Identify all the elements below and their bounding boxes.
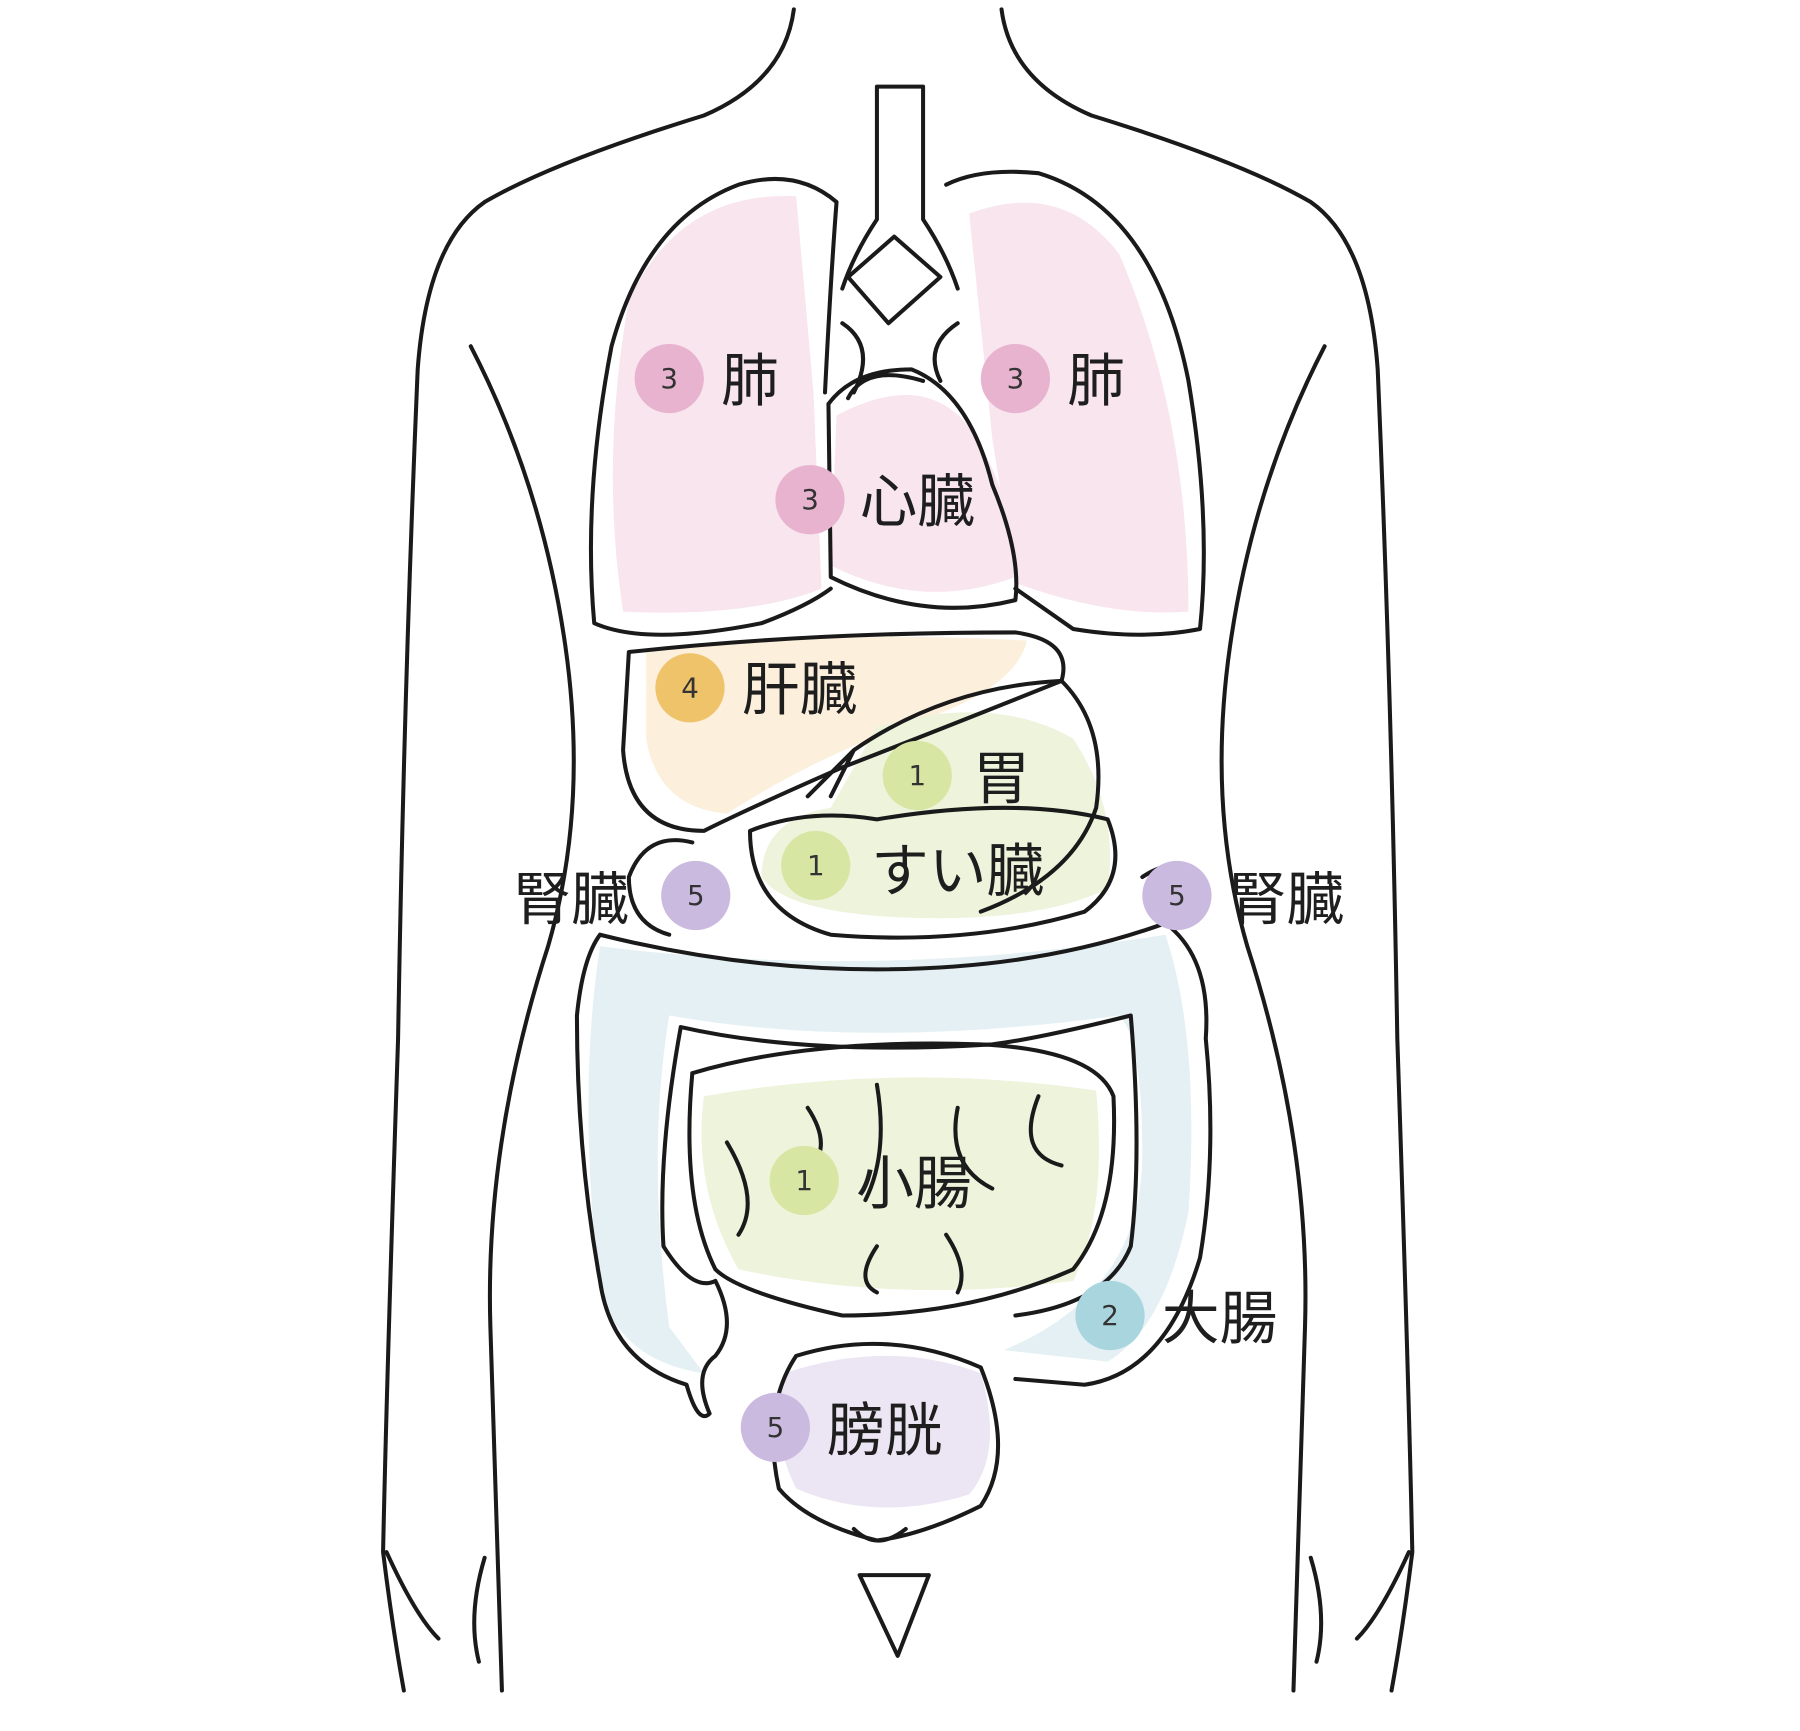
small-intestine-fill [701, 1077, 1100, 1291]
label-large-intestine: 2 大腸 [1075, 1280, 1277, 1353]
badge-lung-left [634, 343, 704, 414]
badge-bladder [740, 1392, 810, 1463]
badge-kidney-right [1142, 860, 1212, 931]
badge-number: 1 [795, 1164, 813, 1197]
label-stomach: 1 胃 [882, 740, 1031, 813]
hand-right [1308, 1550, 1411, 1664]
bladder-fill [778, 1355, 990, 1508]
badge-liver [655, 653, 725, 723]
organ-name-lung-left: 肺 [721, 347, 779, 415]
organ-name-large-intestine: 大腸 [1162, 1285, 1277, 1353]
label-lung-right: 3 肺 [980, 343, 1125, 415]
organ-name-stomach: 胃 [973, 745, 1031, 813]
badge-number: 5 [687, 879, 705, 912]
heart-outline [826, 367, 1019, 610]
small-intestine-outline [687, 1041, 1117, 1318]
badge-number: 3 [801, 483, 819, 516]
badge-number: 3 [660, 362, 678, 395]
badge-pancreas [781, 830, 851, 901]
kidney-left-outline [626, 838, 695, 937]
badge-number: 3 [1007, 362, 1025, 395]
lung-right-outline [944, 169, 1206, 637]
badge-number: 4 [681, 671, 699, 704]
organ-name-small-intestine: 小腸 [856, 1150, 971, 1218]
stomach-outline [805, 678, 1101, 914]
badge-lung-right [980, 343, 1050, 414]
badge-small-intestine [769, 1145, 839, 1216]
label-bladder: 5 膀胱 [740, 1392, 943, 1465]
label-pancreas: 1 すい臓 [781, 830, 1044, 905]
badge-number: 1 [908, 759, 926, 792]
liver-outline [621, 630, 1066, 833]
label-kidney-right: 5 腎臓 [1142, 860, 1344, 934]
badge-number: 2 [1101, 1299, 1119, 1332]
outlines [381, 7, 1415, 1693]
organ-name-bladder: 膀胱 [827, 1397, 942, 1465]
trachea [840, 84, 960, 291]
organ-name-kidney-right: 腎臓 [1229, 866, 1344, 934]
badge-kidney-left [661, 860, 731, 931]
badge-stomach [882, 740, 952, 811]
organ-name-pancreas: すい臓 [871, 837, 1044, 905]
torso-right [1219, 344, 1327, 1693]
torso-left [468, 344, 576, 1693]
liver-fill [646, 636, 1027, 814]
organ-name-liver: 肝臓 [742, 656, 857, 724]
body-outline-left [381, 7, 796, 1693]
lung-right-fill [969, 202, 1189, 613]
pelvis-v [857, 1573, 931, 1658]
organ-name-heart: 心臓 [860, 468, 975, 536]
label-kidney-left: 5 腎臓 [513, 860, 731, 934]
badge-number: 5 [1168, 879, 1186, 912]
label-liver: 4 肝臓 [655, 653, 857, 724]
lung-left-outline [588, 176, 839, 637]
badge-large-intestine [1075, 1280, 1145, 1351]
body-outline-right [999, 7, 1415, 1693]
heart-fill [830, 394, 1016, 592]
organ-name-lung-right: 肺 [1067, 347, 1125, 415]
badge-heart [775, 465, 845, 535]
organ-name-kidney-left: 腎臓 [513, 866, 628, 934]
label-lung-left: 3 肺 [634, 343, 779, 415]
pancreas-outline [747, 805, 1118, 940]
label-small-intestine: 1 小腸 [769, 1145, 972, 1218]
organ-fills [588, 195, 1192, 1508]
badge-number: 5 [767, 1411, 785, 1444]
badge-number: 1 [807, 849, 825, 882]
hand-left [384, 1550, 487, 1664]
label-heart: 3 心臓 [775, 465, 975, 536]
lung-left-fill [612, 195, 822, 613]
bladder-outline [771, 1341, 1000, 1543]
